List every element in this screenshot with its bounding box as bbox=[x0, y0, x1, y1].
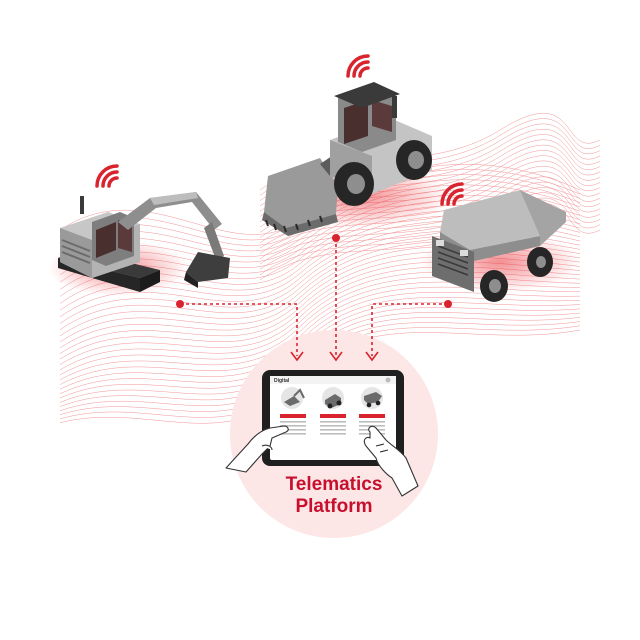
wifi-signal-icon bbox=[346, 54, 370, 78]
wave-line bbox=[259, 176, 601, 254]
dump-truck bbox=[420, 182, 580, 302]
excavator bbox=[48, 164, 230, 296]
wifi-signal-icon bbox=[440, 182, 464, 206]
machine-card-loader[interactable] bbox=[320, 387, 346, 435]
wheel-loader bbox=[262, 54, 450, 236]
tablet-menu-icon[interactable] bbox=[385, 377, 391, 383]
wifi-signal-icon bbox=[95, 164, 119, 188]
wheel-loader-icon bbox=[262, 82, 432, 236]
dump-truck-icon bbox=[432, 190, 566, 302]
machine-card-excavator[interactable] bbox=[280, 387, 306, 435]
tablet-brand: Digital bbox=[274, 378, 290, 384]
wave-line bbox=[59, 179, 581, 253]
connector-dots bbox=[176, 234, 452, 308]
data-connectors bbox=[180, 238, 448, 356]
platform-label-line2: Platform bbox=[295, 496, 372, 517]
excavator-icon bbox=[58, 192, 230, 292]
platform-label-line1: Telematics bbox=[286, 474, 383, 495]
connector-arrows bbox=[290, 351, 379, 362]
left-hand-icon bbox=[225, 425, 289, 473]
right-hand-icon bbox=[363, 425, 419, 497]
